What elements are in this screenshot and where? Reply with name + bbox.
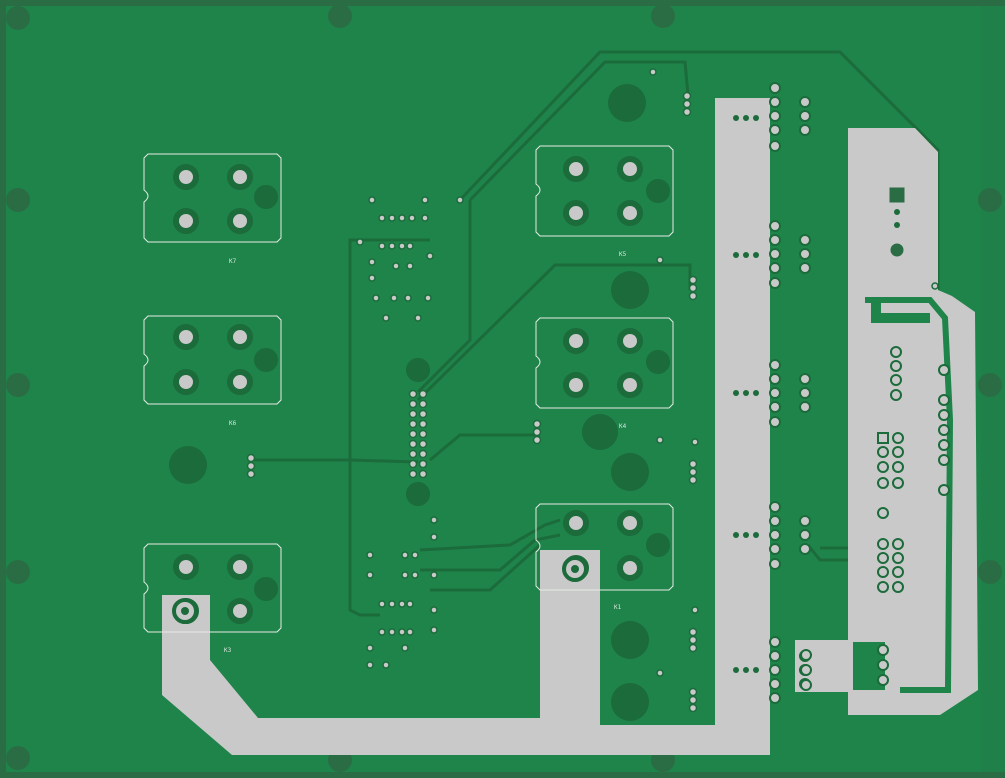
relay-k3-outline	[143, 543, 282, 633]
ic-header	[408, 389, 428, 479]
large-pads	[169, 84, 670, 721]
relay-k6-label: K6	[229, 420, 237, 427]
terminal-pins	[769, 82, 811, 704]
relay-k5-label: K5	[619, 251, 627, 258]
relay-labels: K7 K6 K3 K5 K4 K1	[224, 251, 627, 654]
relay-k7-label: K7	[229, 258, 237, 265]
relay-outlines	[143, 145, 674, 633]
vias	[246, 68, 939, 713]
relay-k1-label: K1	[614, 604, 622, 611]
relay-k5-outline	[535, 145, 674, 237]
relay-k3-label: K3	[224, 647, 232, 654]
power-plane-notch	[871, 300, 930, 323]
relay-k4-outline	[535, 317, 674, 409]
relay-k1-outline	[535, 503, 674, 591]
signal-traces	[250, 50, 940, 617]
right-connector	[800, 184, 950, 691]
relay-k7-outline	[143, 153, 282, 243]
ground-vias	[733, 115, 900, 673]
relay-k6-outline	[143, 315, 282, 405]
power-plane-left	[162, 98, 770, 755]
relay-k4-label: K4	[619, 423, 627, 430]
plane-mounting-pads	[172, 556, 588, 624]
